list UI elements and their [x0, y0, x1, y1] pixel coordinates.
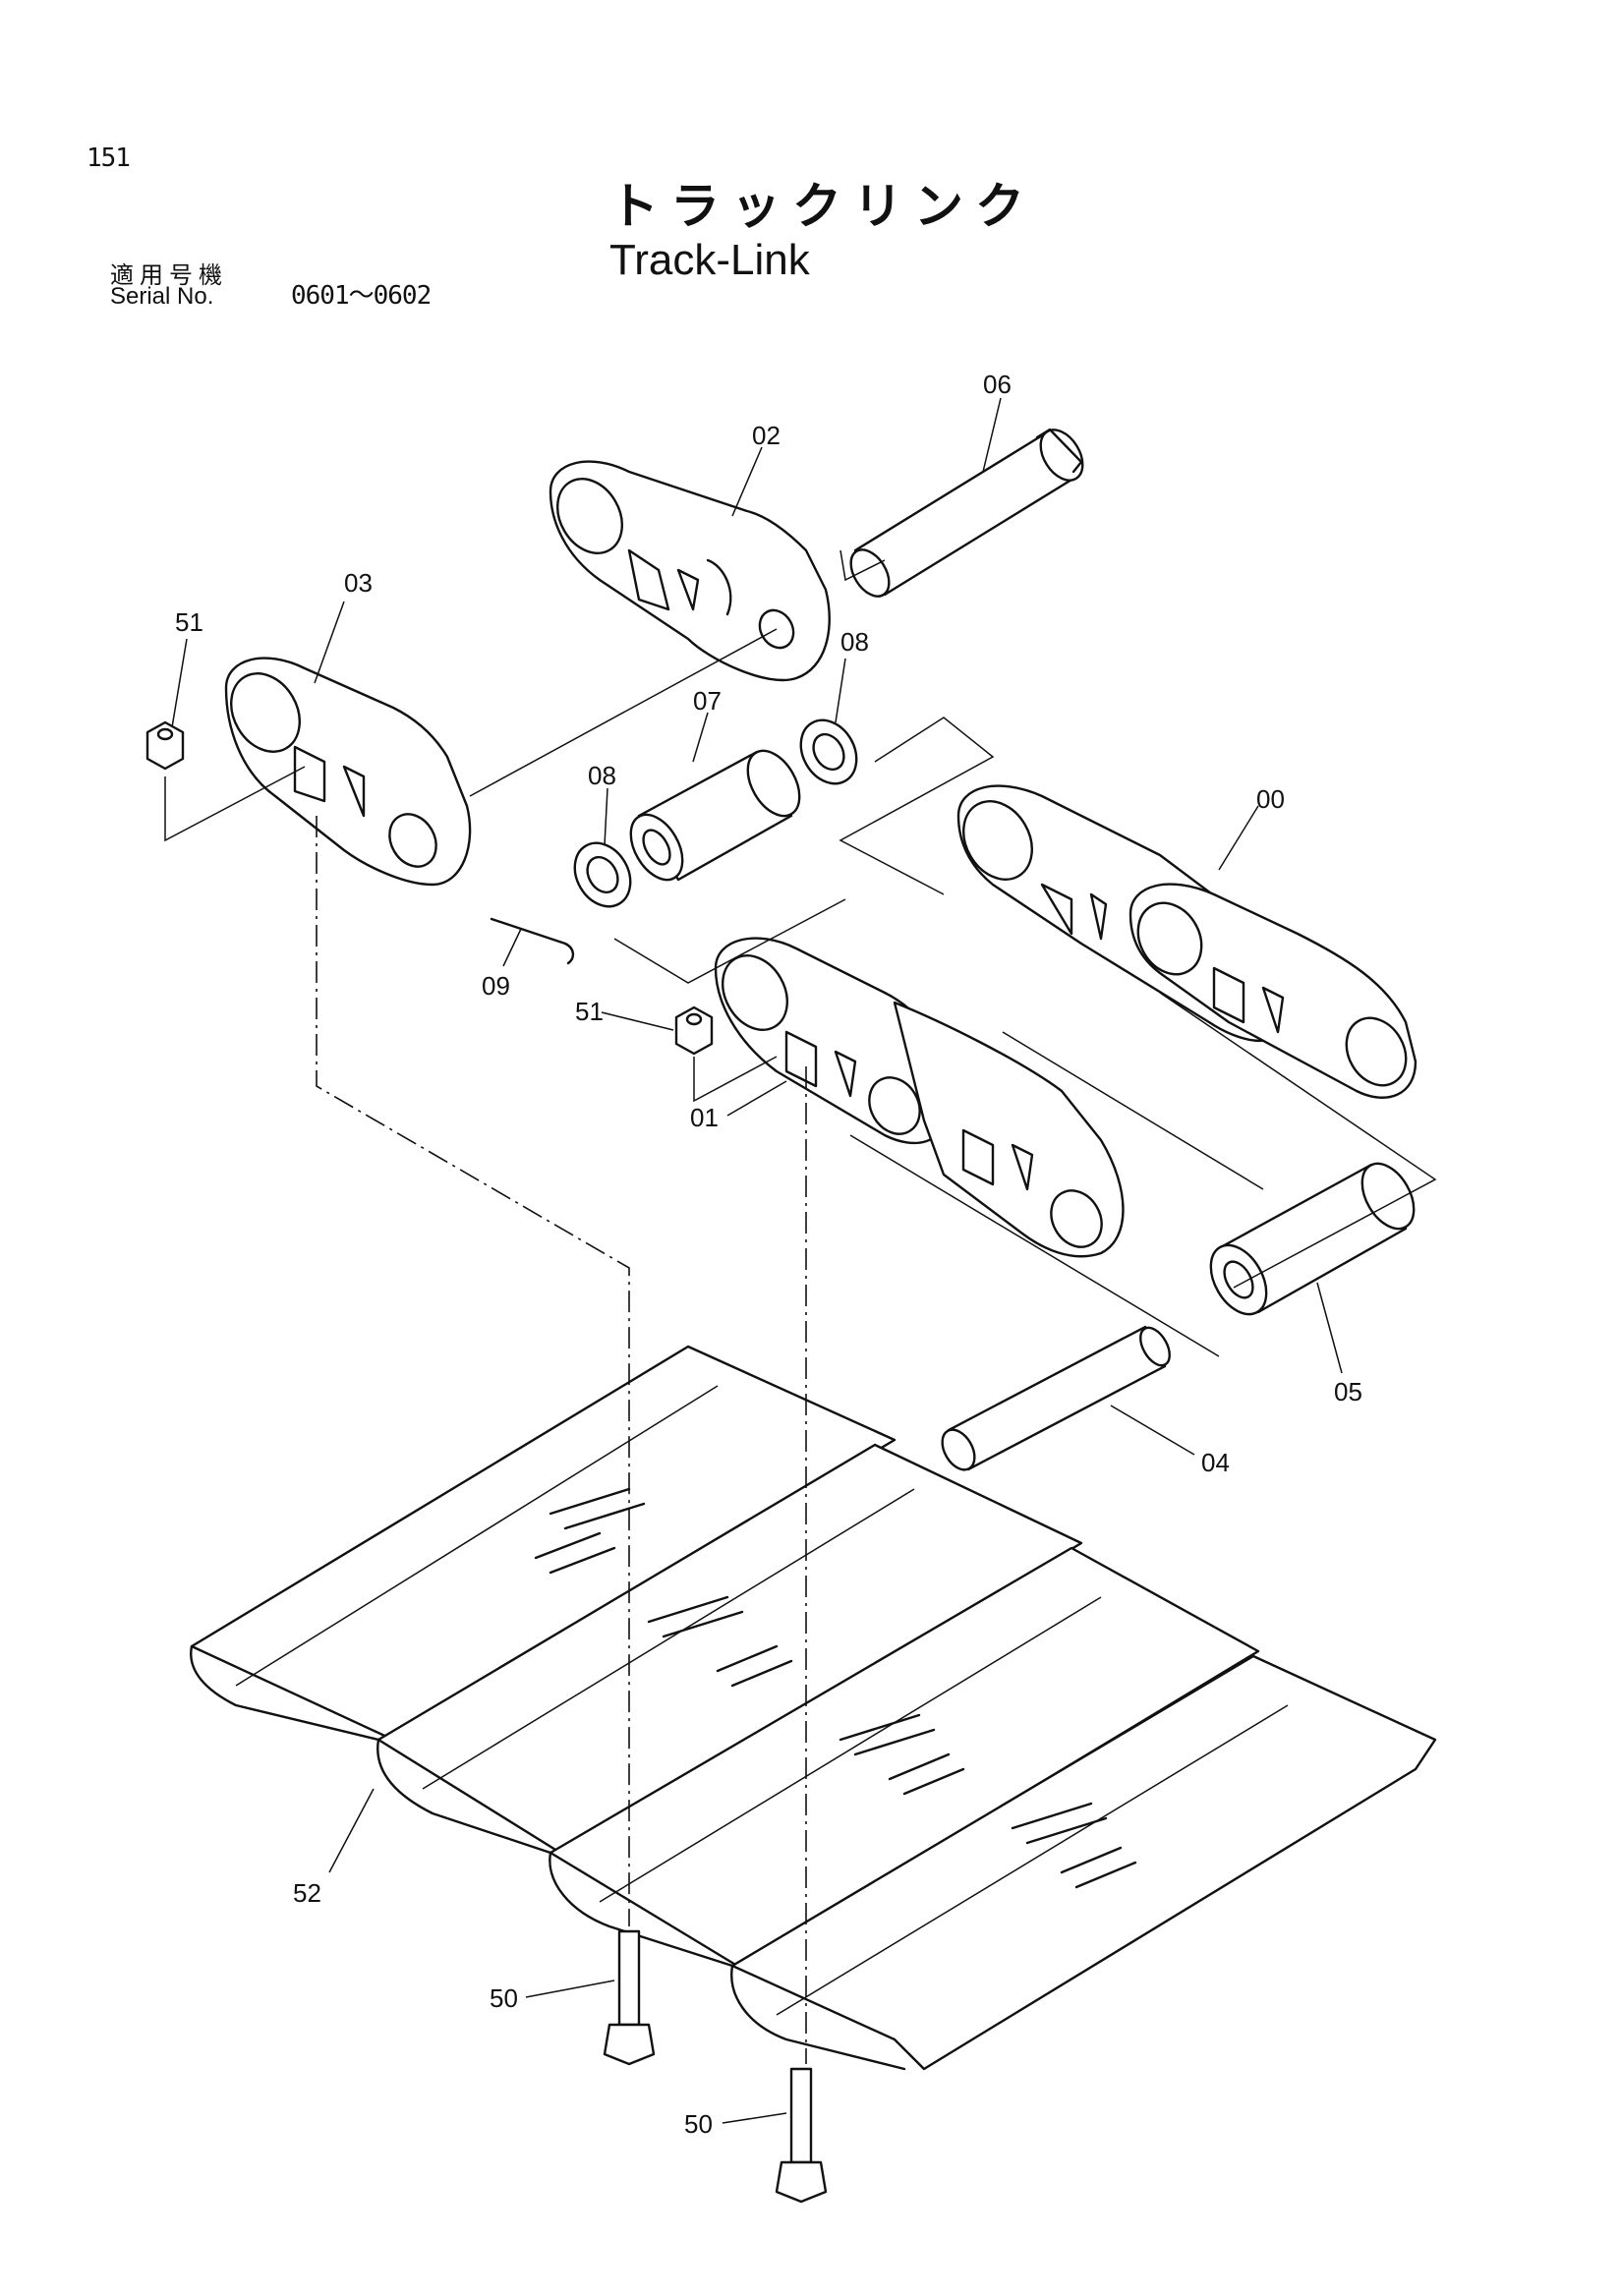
callout-07: 07: [693, 686, 722, 716]
page-number: 151: [87, 144, 131, 173]
callout-01: 01: [690, 1103, 719, 1132]
callout-03: 03: [344, 568, 373, 598]
part-06-pin: [849, 428, 1084, 598]
serial-number-range: 0601～0602: [291, 281, 432, 311]
part-51-nut-upper: [145, 720, 185, 771]
part-01-link: [714, 937, 1125, 1258]
part-50-bolt-left: [603, 1929, 656, 2066]
part-52-track-shoes: [190, 1345, 1437, 2071]
part-09-clip: [490, 917, 575, 965]
part-05-bushing: [1209, 1162, 1416, 1316]
callout-51-upper: 51: [175, 607, 203, 637]
assembly-guide-lines: [164, 549, 1437, 2064]
callout-50-right: 50: [684, 2109, 713, 2139]
callout-05: 05: [1334, 1377, 1362, 1406]
part-08-seal-upper: [799, 718, 858, 785]
callout-09: 09: [482, 971, 510, 1001]
callout-02: 02: [752, 421, 781, 450]
part-00-link-assembly: [956, 784, 1418, 1099]
part-08-seal-lower: [573, 841, 632, 908]
callout-00: 00: [1256, 784, 1285, 814]
part-04-pin: [941, 1325, 1171, 1471]
callout-52: 52: [293, 1878, 321, 1908]
callout-08-upper: 08: [840, 627, 869, 657]
title-japanese: トラックリンク: [609, 178, 1036, 235]
leader-lines: [171, 397, 1343, 2124]
title-english: Track-Link: [609, 236, 810, 284]
serial-label-english: Serial No.: [110, 283, 214, 310]
part-03-link: [224, 657, 472, 887]
part-51-nut-lower: [674, 1005, 714, 1056]
callout-04: 04: [1201, 1448, 1230, 1477]
callout-06: 06: [983, 370, 1012, 399]
part-50-bolt-right: [775, 2067, 828, 2204]
callout-51-lower: 51: [575, 997, 604, 1026]
part-02-link: [549, 460, 831, 682]
callout-08-lower: 08: [588, 761, 616, 790]
callout-50-left: 50: [490, 1983, 518, 2013]
part-07-bushing: [629, 749, 801, 882]
serial-label-japanese: 適用号機: [110, 261, 228, 289]
